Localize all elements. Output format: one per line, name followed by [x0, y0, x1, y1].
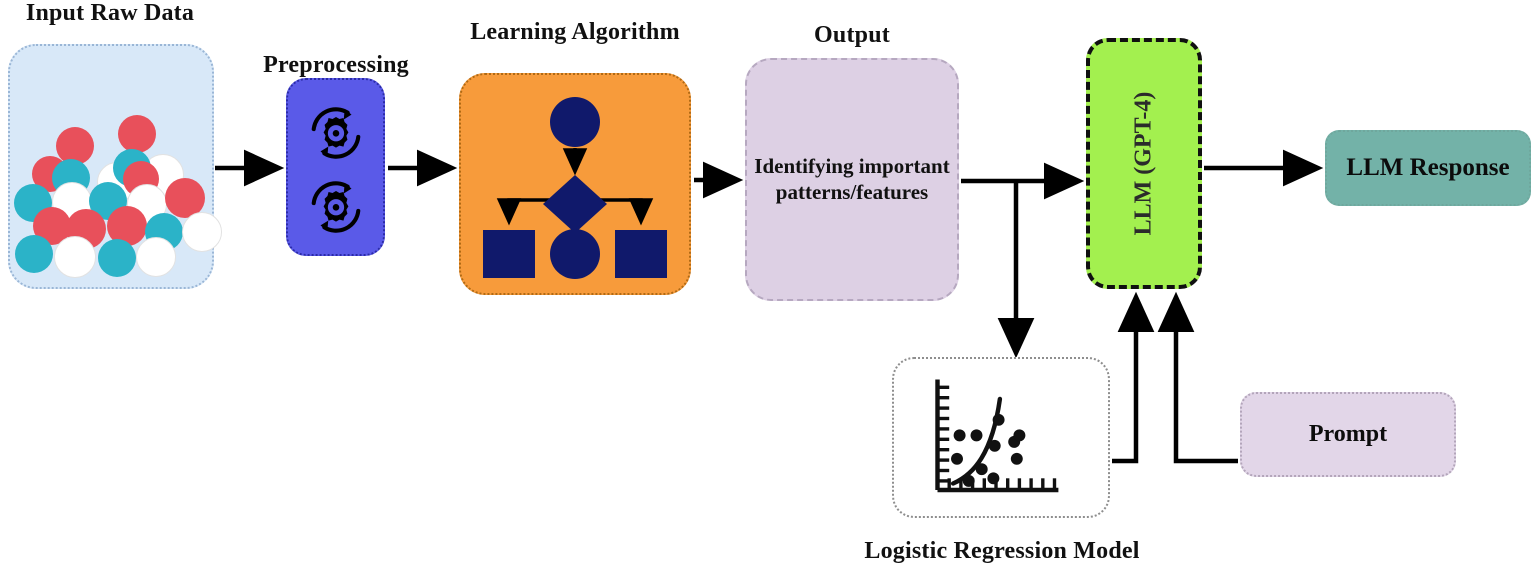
input-raw-data-box[interactable] [8, 44, 222, 289]
scatter-point [953, 429, 966, 442]
data-point-dot [136, 237, 176, 277]
decision-tree-flowchart-icon [483, 97, 667, 279]
input-raw-data-caption: Input Raw Data [25, 0, 195, 26]
scatter-point [988, 439, 1001, 452]
scatter-dots-cluster-icon [10, 46, 222, 287]
output-box[interactable]: Identifying important patterns/features [745, 58, 959, 301]
output-text: Identifying important patterns/features [754, 153, 950, 204]
scatter-point [987, 472, 1000, 485]
llm-box[interactable]: LLM (GPT-4) [1086, 38, 1202, 289]
logistic-regression-box[interactable] [892, 357, 1110, 518]
scatter-point [970, 429, 983, 442]
edge-prompt-to-llm [1157, 291, 1238, 464]
scatter-plot-with-sigmoid-curve-icon [935, 379, 1059, 493]
scatter-point [975, 463, 988, 476]
data-point-dot [118, 115, 156, 153]
learning-algorithm-caption: Learning Algorithm [470, 19, 680, 45]
output-caption: Output [814, 22, 890, 48]
preprocessing-caption: Preprocessing [263, 52, 409, 78]
gear-refresh-icon [305, 102, 367, 164]
llm-response-label: LLM Response [1346, 154, 1510, 181]
learning-algorithm-box[interactable] [459, 73, 691, 295]
prompt-box[interactable]: Prompt [1240, 392, 1456, 477]
data-point-dot [15, 235, 53, 273]
scatter-point [1013, 429, 1026, 442]
scatter-point [951, 452, 963, 465]
data-point-dot [165, 178, 205, 218]
prompt-label: Prompt [1308, 421, 1388, 447]
preprocessing-box[interactable] [286, 78, 385, 256]
llm-response-box[interactable]: LLM Response [1325, 130, 1531, 206]
llm-label: LLM (GPT-4) [1130, 91, 1157, 236]
data-point-dot [98, 239, 136, 277]
logistic-regression-caption: Logistic Regression Model [864, 538, 1140, 564]
data-point-dot [182, 212, 222, 252]
scatter-point [1010, 452, 1023, 465]
data-point-dot [54, 236, 96, 278]
data-point-dot [56, 127, 94, 165]
edge-logreg-to-llm [1112, 291, 1155, 464]
scatter-point [962, 474, 975, 487]
scatter-point [992, 413, 1005, 426]
gear-refresh-icon [305, 176, 367, 238]
